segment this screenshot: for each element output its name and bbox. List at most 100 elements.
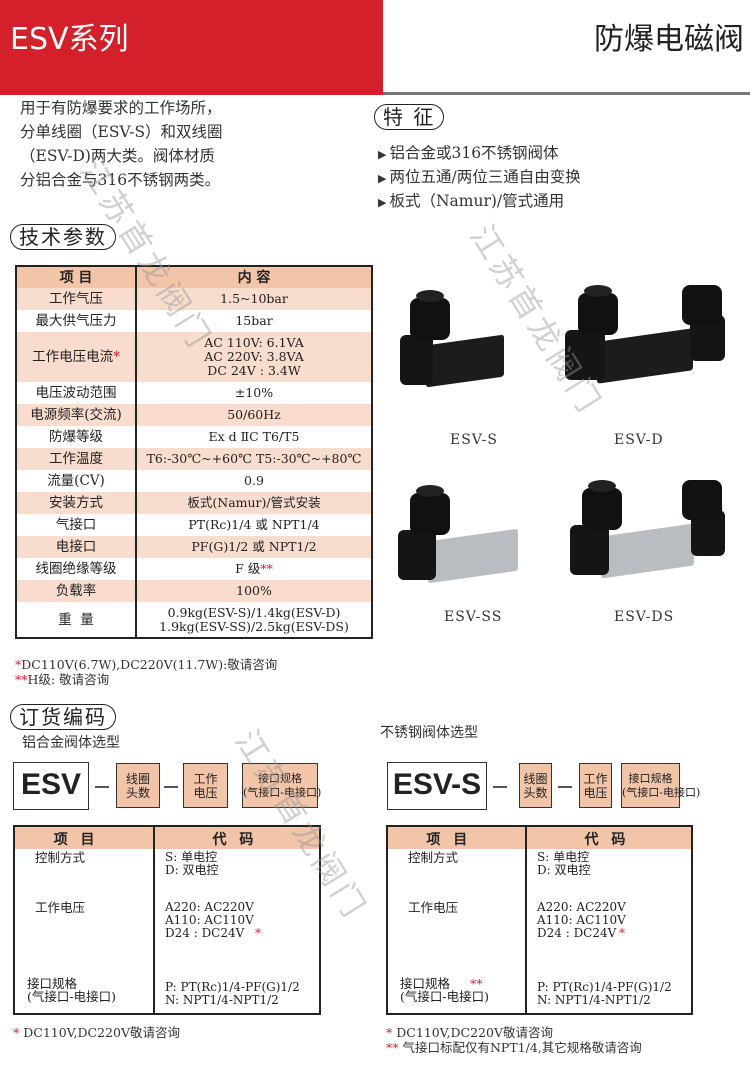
spec-label: 工作电压电流* (16, 332, 137, 382)
spec-label: 线圈绝缘等级 (16, 558, 137, 580)
spec-row: 工作电压电流*AC 110V: 6.1VA AC 220V: 3.8VA DC … (16, 332, 372, 382)
valve-product-image (570, 480, 725, 600)
column-divider (525, 827, 527, 1013)
model-code: ESV-S (387, 762, 487, 810)
stainless-subtitle: 不锈钢阀体选型 (380, 725, 478, 741)
spec-row: 气接口 PT(Rc)1/4 或 NPT1/4 (16, 514, 372, 536)
intro-line: 分单线圈（ESV-S）和双线圈 (20, 123, 223, 141)
ordering-code: P: PT(Rc)1/4-PF(G)1/2 N: NPT1/4-NPT1/2 (165, 980, 300, 1007)
spec-label: 重 量 (16, 602, 137, 638)
ordering-item: 工作电压 (408, 900, 459, 915)
header-code: 代 码 (584, 832, 630, 848)
header-item: 项 目 (16, 266, 137, 288)
spec-label: 电接口 (16, 536, 137, 558)
separator-dash (164, 786, 178, 788)
spec-label: 电源频率(交流) (16, 404, 137, 426)
ordering-code: P: PT(Rc)1/4-PF(G)1/2 N: NPT1/4-NPT1/2 (537, 980, 672, 1007)
ordering-code: A220: AC220V A110: AC110V D24 : DC24V* (537, 900, 626, 940)
spec-value: 0.9kg(ESV-S)/1.4kg(ESV-D) 1.9kg(ESV-SS)/… (159, 604, 349, 634)
spec-label: 气接口 (16, 514, 137, 536)
header-item: 项 目 (426, 832, 472, 848)
spec-row: 安装方式板式(Namur)/管式安装 (16, 492, 372, 514)
code-segment-box: 接口规格 (气接口-电接口) (242, 763, 321, 808)
spec-row: 流量(CV) 0.9 (16, 470, 372, 492)
intro-line: 分铝合金与316不锈钢两类。 (20, 171, 221, 189)
spec-value: F 级** (235, 561, 273, 576)
spec-row: 线圈绝缘等级 F 级** (16, 558, 372, 580)
product-label: ESV-D (614, 432, 664, 448)
header-item: 项 目 (53, 832, 99, 848)
spec-value: 100% (136, 580, 372, 602)
ordering-heading: 订货编码 (10, 704, 116, 730)
feature-item: ▶两位五通/两位三通自由变换 (378, 168, 581, 186)
spec-note: *DC110V(6.7W),DC220V(11.7W):敬请咨询 (15, 657, 278, 672)
spec-value: PT(Rc)1/4 或 NPT1/4 (188, 517, 320, 532)
code-segment-box: 线圈 头数 (116, 763, 160, 808)
spec-value: 0.9 (244, 473, 264, 488)
separator-dash (95, 786, 109, 788)
valve-product-image (565, 285, 725, 405)
spec-label: 最大供气压力 (16, 310, 137, 332)
spec-value: AC 110V: 6.1VA AC 220V: 3.8VA DC 24V : 3… (136, 332, 372, 382)
spec-label: 电压波动范围 (16, 382, 137, 404)
table-header: 项 目代 码 (15, 827, 319, 849)
ordering-code: S: 单电控 D: 双电控 (165, 850, 219, 877)
ordering-item: 接口规格 (气接口-电接口)** (400, 976, 489, 1004)
header-content: 内 容 (136, 266, 372, 288)
feature-item: ▶板式（Namur)/管式通用 (378, 192, 565, 210)
spec-value: Ex d ⅡC T6/T5 (208, 429, 300, 444)
spec-row: 重 量 0.9kg(ESV-S)/1.4kg(ESV-D) 1.9kg(ESV-S… (16, 602, 372, 638)
spec-value: 板式(Namur)/管式安装 (136, 492, 372, 514)
ordering-note: * DC110V,DC220V敬请咨询 (386, 1025, 553, 1040)
separator-dash (558, 786, 572, 788)
table-header: 项 目代 码 (388, 827, 691, 849)
intro-text: 用于有防爆要求的工作场所， 分单线圈（ESV-S）和双线圈 （ESV-D)两大类… (20, 96, 223, 192)
features-heading: 特 征 (374, 104, 445, 130)
code-segment-box: 工作 电压 (183, 763, 228, 808)
spec-label: 工作气压 (16, 288, 137, 310)
ordering-item: 接口规格 (气接口-电接口) (27, 976, 116, 1004)
triangle-bullet-icon: ▶ (378, 148, 387, 161)
spec-row: 电源频率(交流)50/60Hz (16, 404, 372, 426)
header-code: 代 码 (212, 832, 258, 848)
spec-value: T6:-30℃~+60℃ T5:-30℃~+80℃ (136, 448, 372, 470)
ordering-code: A220: AC220V A110: AC110V D24 : DC24V* (165, 900, 261, 940)
feature-item: ▶铝合金或316不锈钢阀体 (378, 144, 559, 162)
product-label: ESV-DS (614, 609, 675, 625)
spec-label: 工作温度 (16, 448, 137, 470)
ordering-item: 控制方式 (35, 850, 86, 865)
page-title: 防爆电磁阀 (594, 22, 744, 57)
code-segment-box: 接口规格 (气接口-电接口) (621, 763, 700, 808)
ordering-note: ** 气接口标配仅有NPT1/4,其它规格敬请咨询 (386, 1040, 642, 1055)
spec-value: 1.5~10bar (136, 288, 372, 310)
ordering-item: 控制方式 (408, 850, 459, 865)
column-divider (153, 827, 155, 1013)
spec-label: 安装方式 (16, 492, 137, 514)
triangle-bullet-icon: ▶ (378, 196, 387, 209)
spec-row: 电压波动范围 ±10% (16, 382, 372, 404)
valve-product-image (400, 290, 530, 410)
code-segment-box: 线圈 头数 (519, 763, 552, 808)
footnote-marker: * (113, 349, 120, 365)
ordering-item: 工作电压 (35, 900, 86, 915)
specs-heading: 技术参数 (10, 224, 116, 250)
spec-value: 15bar (235, 313, 273, 328)
intro-line: （ESV-D)两大类。阀体材质 (20, 147, 215, 165)
model-code: ESV (13, 762, 89, 810)
product-label: ESV-S (450, 432, 498, 448)
code-segment-box: 工作 电压 (579, 763, 612, 808)
separator-dash (493, 786, 507, 788)
intro-line: 用于有防爆要求的工作场所， (20, 99, 222, 117)
aluminum-subtitle: 铝合金阀体选型 (22, 735, 120, 751)
ordering-note: * DC110V,DC220V敬请咨询 (13, 1025, 180, 1040)
ordering-table: 项 目 代 码 控制方式 S: 单电控 D: 双电控工作电压 A220: AC220V… (13, 825, 321, 1015)
product-label: ESV-SS (444, 609, 503, 625)
series-banner: ESV系列 (0, 0, 383, 95)
spec-label: 流量(CV) (16, 470, 137, 492)
spec-value: ±10% (234, 385, 274, 400)
footnote-marker: ** (260, 561, 273, 576)
